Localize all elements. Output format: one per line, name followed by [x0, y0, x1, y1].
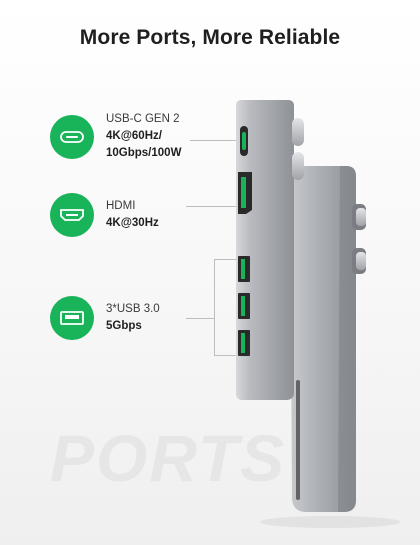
usb-c-spec-line1: 4K@60Hz/ [106, 130, 162, 142]
page-title: More Ports, More Reliable [79, 26, 341, 49]
feature-hdmi: HDMI 4K@30Hz [50, 193, 159, 237]
usb-a-bracket [214, 259, 215, 355]
usb-a-label: 3*USB 3.0 [106, 303, 160, 315]
hdmi-spec: 4K@30Hz [106, 217, 159, 229]
usb-a-icon [50, 296, 94, 340]
ports-watermark: PORTS [50, 421, 287, 495]
usb-a-spec: 5Gbps [106, 320, 142, 332]
hdmi-leader-line [186, 206, 236, 207]
usb-a-bracket-top [214, 259, 236, 260]
feature-usb-c: USB-C GEN 2 4K@60Hz/ 10Gbps/100W [50, 111, 181, 162]
usb-a-leader-line [186, 318, 214, 319]
usb-a-bracket-bottom [214, 355, 236, 356]
usb-c-spec-line2: 10Gbps/100W [106, 147, 182, 159]
usb-c-label: USB-C GEN 2 [106, 113, 180, 125]
feature-usb-a: 3*USB 3.0 5Gbps [50, 296, 160, 340]
usb-c-icon [50, 114, 94, 159]
hdmi-icon [50, 193, 94, 237]
usb-c-leader-line [190, 140, 236, 141]
hdmi-label: HDMI [106, 200, 136, 212]
